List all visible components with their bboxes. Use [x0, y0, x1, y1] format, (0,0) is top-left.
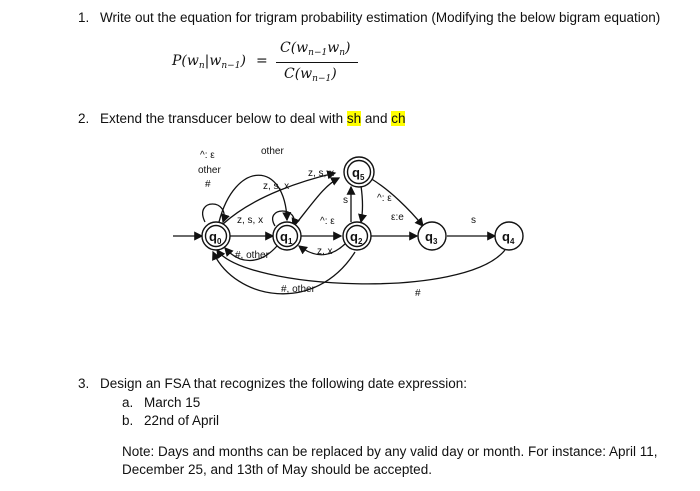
label-q2-to-q0: #, other — [281, 284, 316, 295]
list-item: b. 22nd of April — [122, 413, 219, 428]
conjunction: and — [361, 111, 392, 126]
question-number: 3. — [78, 376, 90, 391]
question-text: Write out the equation for trigram proba… — [100, 10, 661, 25]
edge-q2-q1 — [297, 243, 346, 256]
label-q0-loop-3: # — [205, 179, 211, 190]
state-q0-accept — [204, 224, 228, 248]
edge-q4-q0 — [216, 248, 506, 285]
question-text: Extend the transducer below to deal with — [100, 111, 347, 126]
list-item: a. March 15 — [122, 395, 200, 410]
label-q0-loop-1: ^: ε — [200, 150, 215, 161]
edge-q1-q0 — [224, 245, 278, 262]
label-q2-q5: s — [343, 195, 348, 206]
q1-self-loop — [272, 210, 301, 228]
list-text: 22nd of April — [144, 413, 220, 428]
label-q1-q2: ^: ε — [320, 216, 335, 227]
list-marker: b. — [122, 413, 134, 428]
label-q3-q4: s — [471, 215, 476, 226]
label-q0-q1-top: other — [261, 146, 284, 157]
edge-q5-q2 — [358, 185, 367, 224]
label-q0-loop-2: other — [198, 165, 221, 176]
question-number: 1. — [78, 10, 90, 25]
question-1: 1. Write out the equation for trigram pro… — [78, 10, 660, 25]
formula-lhs: P(wn|wn−1) — [172, 53, 246, 71]
edge-q5-q3 — [369, 177, 424, 228]
state-q5-accept — [346, 159, 372, 185]
question-number: 2. — [78, 111, 90, 126]
highlight-ch: ch — [391, 111, 406, 126]
question-text: Design an FSA that recognizes the follow… — [100, 376, 467, 391]
label-q1-back: #, other — [235, 250, 270, 261]
note-paragraph: Note: Days and months can be replaced by… — [122, 444, 658, 477]
state-q1-accept — [275, 224, 299, 248]
label-q2-back: z, x — [317, 246, 333, 257]
edge-q2-q0 — [212, 250, 356, 295]
question-2: 2. Extend the transducer below to deal wi… — [78, 111, 406, 126]
label-q5-q3: ^: ε — [377, 193, 392, 204]
state-q3 — [417, 221, 447, 251]
label-q0-q1: z, s, x — [237, 215, 263, 226]
formula-equals: = — [256, 53, 268, 69]
fraction-bar — [276, 62, 358, 63]
bigram-formula: P(wn|wn−1) = C(wn−1wn) C(wn−1) — [172, 40, 372, 90]
list-marker: a. — [122, 395, 134, 410]
list-text: March 15 — [144, 395, 201, 410]
edge-q0-q5 — [222, 170, 337, 225]
formula-denominator: C(wn−1) — [284, 66, 337, 84]
label-q2-q3: ε:e — [391, 212, 404, 223]
label-q0-q5: z, s, x — [263, 181, 289, 192]
edge-q1-q5 — [294, 177, 341, 226]
transducer-diagram: q0 q1 q2 q3 q4 q5 ^: ε other # other z, … — [173, 146, 524, 299]
question-3: 3. Design an FSA that recognizes the foll… — [78, 376, 467, 391]
label-q4-to-q0: # — [415, 288, 421, 299]
formula-numerator: C(wn−1wn) — [280, 40, 351, 58]
state-q4 — [494, 221, 524, 251]
label-q1-q5: z, s, x — [308, 168, 334, 179]
state-q2-accept — [345, 224, 369, 248]
q0-self-loop — [202, 203, 230, 224]
highlight-sh: sh — [346, 111, 362, 126]
edge-q0-q1-other — [218, 174, 292, 223]
